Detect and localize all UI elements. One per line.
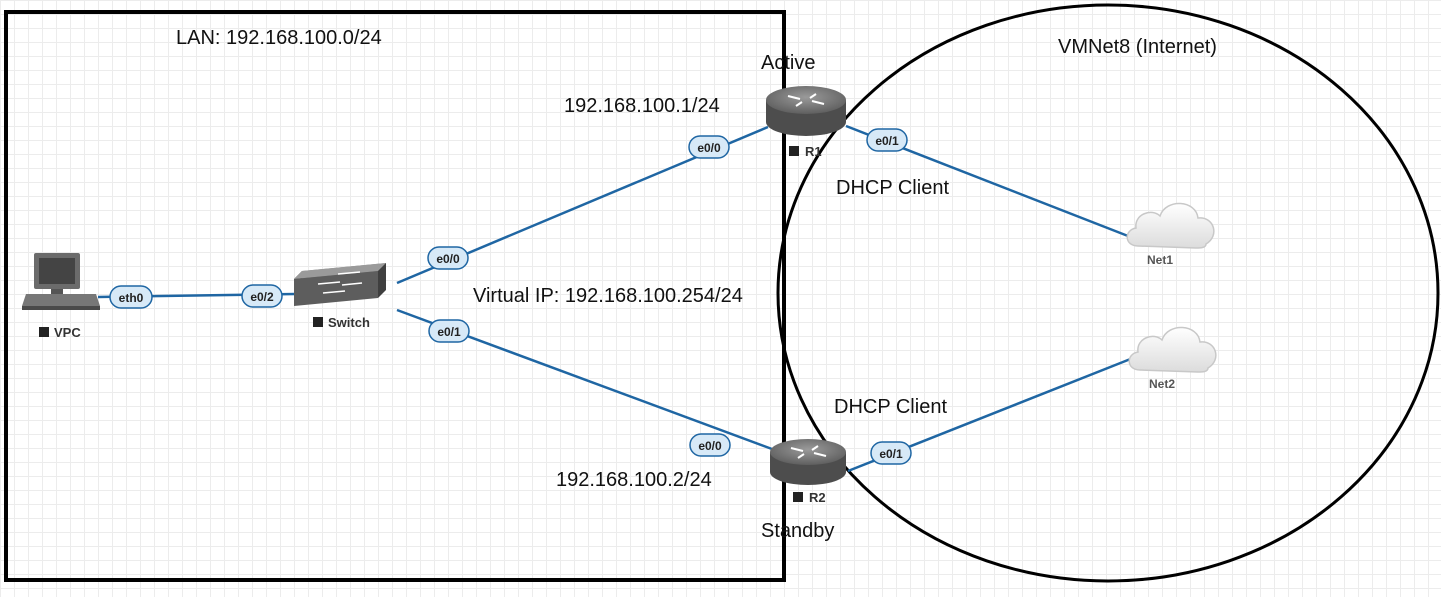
net1-label: Net1: [1147, 253, 1173, 267]
status-square-icon: [789, 146, 799, 156]
active-label: Active: [761, 52, 815, 74]
r1-ip-label: 192.168.100.1/24: [564, 95, 720, 117]
internet-title: VMNet8 (Internet): [1058, 36, 1217, 58]
r1-node[interactable]: R1: [766, 86, 846, 159]
dhcp-client-r1-label: DHCP Client: [836, 177, 949, 199]
switch-label: Switch: [328, 315, 370, 330]
status-square-icon: [793, 492, 803, 502]
if-pill-vpc-eth0[interactable]: [109, 285, 153, 309]
if-pill-r2-e0-0[interactable]: [689, 433, 731, 457]
if-label-switch-e0-2: e0/2: [250, 290, 274, 304]
net1-node[interactable]: Net1: [1126, 202, 1215, 267]
if-pill-r1-e0-0[interactable]: [688, 135, 730, 159]
router-icon: [770, 439, 846, 485]
if-label-r1-e0-0: e0/0: [697, 141, 721, 155]
switch-node[interactable]: Switch: [294, 263, 386, 330]
lan-title: LAN: 192.168.100.0/24: [176, 27, 382, 49]
if-pill-switch-e0-1[interactable]: [428, 319, 470, 343]
if-pill-r2-e0-1[interactable]: [870, 441, 912, 465]
vpc-node[interactable]: VPC: [22, 253, 100, 340]
status-square-icon: [39, 327, 49, 337]
if-label-switch-e0-1: e0/1: [437, 325, 461, 339]
dhcp-client-r2-label: DHCP Client: [834, 396, 947, 418]
standby-label: Standby: [761, 520, 834, 542]
r2-node[interactable]: R2: [770, 439, 846, 505]
if-pill-r1-e0-1[interactable]: [866, 128, 908, 152]
r2-label: R2: [809, 490, 826, 505]
if-label-switch-e0-0: e0/0: [436, 252, 460, 266]
lan-zone: [4, 10, 786, 582]
computer-icon: [22, 253, 100, 310]
net2-label: Net2: [1149, 377, 1175, 391]
internet-zone: [776, 3, 1440, 583]
vpc-label: VPC: [54, 325, 81, 340]
if-label-r2-e0-1: e0/1: [879, 447, 903, 461]
r2-ip-label: 192.168.100.2/24: [556, 469, 712, 491]
router-icon: [766, 86, 846, 136]
virtual-ip-label: Virtual IP: 192.168.100.254/24: [473, 285, 743, 307]
if-label-r2-e0-0: e0/0: [698, 439, 722, 453]
cloud-icon: [1126, 202, 1215, 249]
net2-node[interactable]: Net2: [1128, 326, 1217, 391]
if-label-r1-e0-1: e0/1: [875, 134, 899, 148]
if-pill-switch-e0-0[interactable]: [427, 246, 469, 270]
if-pill-switch-e0-2[interactable]: [241, 284, 283, 308]
status-square-icon: [313, 317, 323, 327]
r1-label: R1: [805, 144, 822, 159]
cloud-icon: [1128, 326, 1217, 373]
switch-icon: [294, 263, 386, 306]
if-label-vpc-eth0: eth0: [119, 291, 144, 305]
